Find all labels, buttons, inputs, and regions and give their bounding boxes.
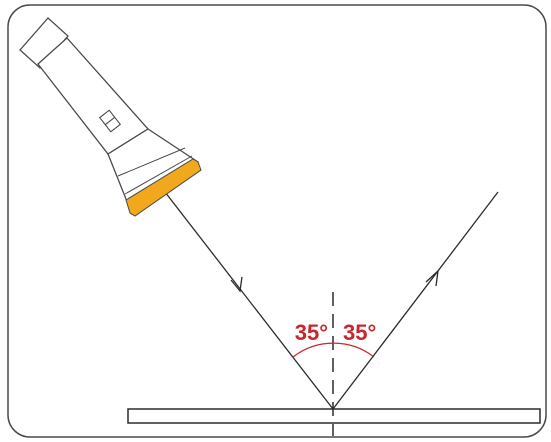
incident-ray bbox=[164, 191, 334, 410]
reflected-ray bbox=[332, 191, 499, 410]
flashlight-head-line bbox=[117, 147, 186, 177]
mirror-surface bbox=[127, 408, 541, 424]
flashlight-tail-cap bbox=[19, 17, 69, 69]
reflected-ray-arrow bbox=[425, 269, 439, 287]
incident-ray-arrow bbox=[230, 276, 243, 293]
flashlight-switch-icon bbox=[98, 109, 122, 133]
angle-arc bbox=[292, 342, 375, 358]
angle-incidence-label: 35° bbox=[295, 320, 328, 345]
flashlight-head-line-inner bbox=[124, 155, 193, 195]
diagram-frame bbox=[7, 4, 547, 438]
angle-reflection-label: 35° bbox=[343, 320, 376, 345]
flashlight-icon bbox=[19, 17, 202, 217]
flashlight-lens bbox=[125, 158, 202, 217]
